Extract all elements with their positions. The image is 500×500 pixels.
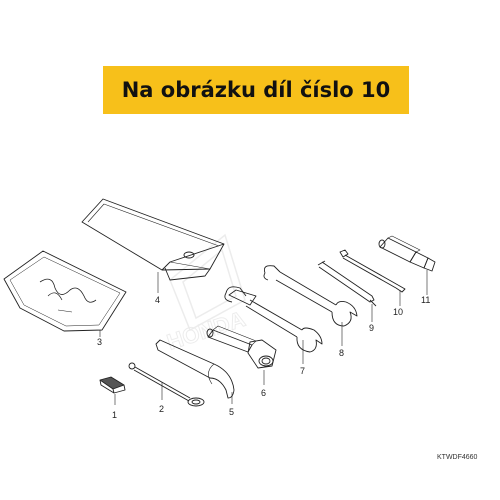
title-text: Na obrázku díl číslo 10 bbox=[121, 78, 391, 102]
part-number-2: 2 bbox=[159, 404, 164, 414]
part-number-9: 9 bbox=[369, 323, 374, 333]
tool-pouch bbox=[81, 198, 225, 281]
part-number-5: 5 bbox=[229, 407, 234, 417]
hook-wrench bbox=[155, 339, 235, 399]
part-labels: 1 2 3 4 5 6 7 8 9 10 11 bbox=[97, 295, 430, 420]
leader-lines bbox=[99, 270, 428, 405]
wrench-8 bbox=[263, 265, 358, 327]
hook-clip bbox=[99, 376, 126, 394]
screwdriver-handle bbox=[378, 235, 436, 272]
screwdriver-shaft-9 bbox=[317, 260, 377, 307]
title-banner: Na obrázku díl číslo 10 bbox=[103, 66, 409, 114]
pin-spanner bbox=[128, 362, 205, 407]
part-number-8: 8 bbox=[339, 348, 344, 358]
manual-bag bbox=[3, 250, 127, 332]
plug-wrench bbox=[206, 325, 277, 369]
diagram-code: KTWDF4660 bbox=[437, 454, 478, 461]
part-number-6: 6 bbox=[261, 388, 266, 398]
part-number-10: 10 bbox=[393, 307, 403, 317]
honda-watermark: HONDA bbox=[163, 233, 249, 355]
part-number-1: 1 bbox=[112, 410, 117, 420]
part-number-3: 3 bbox=[97, 337, 102, 347]
screwdriver-shaft-10 bbox=[339, 249, 406, 293]
part-number-7: 7 bbox=[300, 366, 305, 376]
wrench-7 bbox=[224, 286, 323, 353]
part-number-4: 4 bbox=[155, 295, 160, 305]
part-number-11: 11 bbox=[421, 295, 430, 305]
